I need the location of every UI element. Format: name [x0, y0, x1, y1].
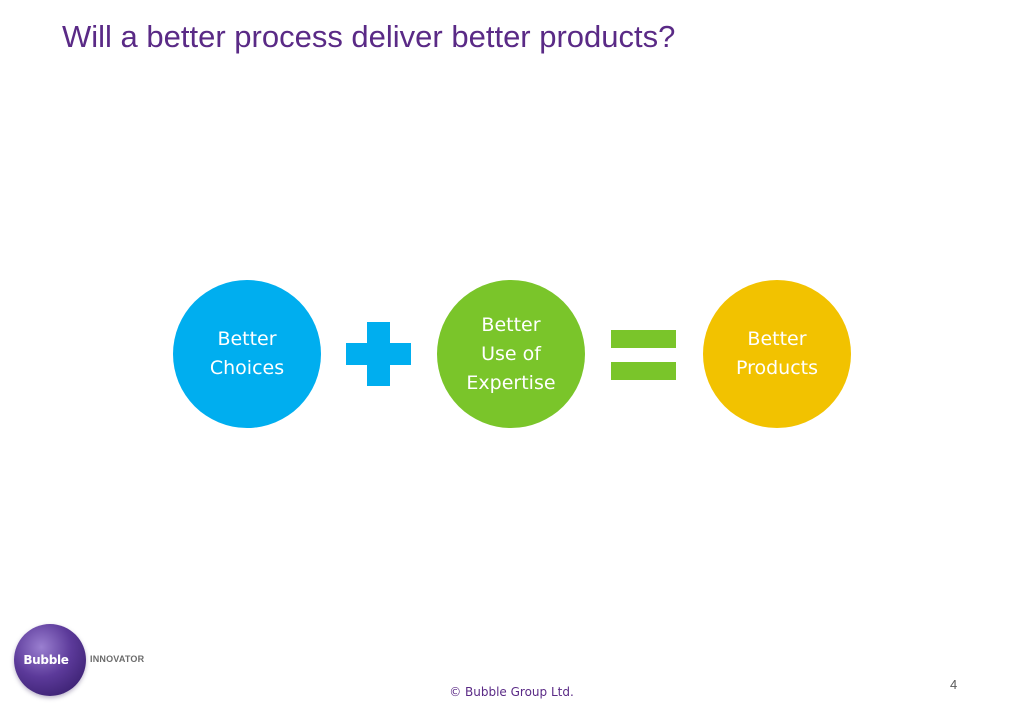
bubble-innovator-logo: Bubble INNOVATOR: [12, 622, 162, 702]
better-products-circle: Better Products: [703, 280, 851, 428]
better-use-of-expertise-label: Better Use of Expertise: [466, 313, 556, 394]
better-choices-circle: Better Choices: [173, 280, 321, 428]
logo-bubble-icon: Bubble: [14, 624, 86, 696]
footer-copyright: © Bubble Group Ltd.: [449, 685, 574, 699]
equals-bottom-bar: [611, 362, 676, 380]
logo-wordmark: INNOVATOR: [90, 654, 145, 664]
plus-icon: [346, 322, 411, 386]
equals-icon: [611, 330, 676, 380]
better-use-of-expertise-circle: Better Use of Expertise: [437, 280, 585, 428]
page-number: 4: [950, 677, 958, 692]
better-products-label: Better Products: [735, 328, 819, 379]
logo-bubble-text: Bubble: [23, 653, 69, 667]
equals-top-bar: [611, 330, 676, 348]
slide-title: Will a better process deliver better pro…: [62, 19, 676, 54]
plus-vertical-bar: [367, 322, 390, 386]
better-choices-label: Better Choices: [209, 328, 285, 379]
